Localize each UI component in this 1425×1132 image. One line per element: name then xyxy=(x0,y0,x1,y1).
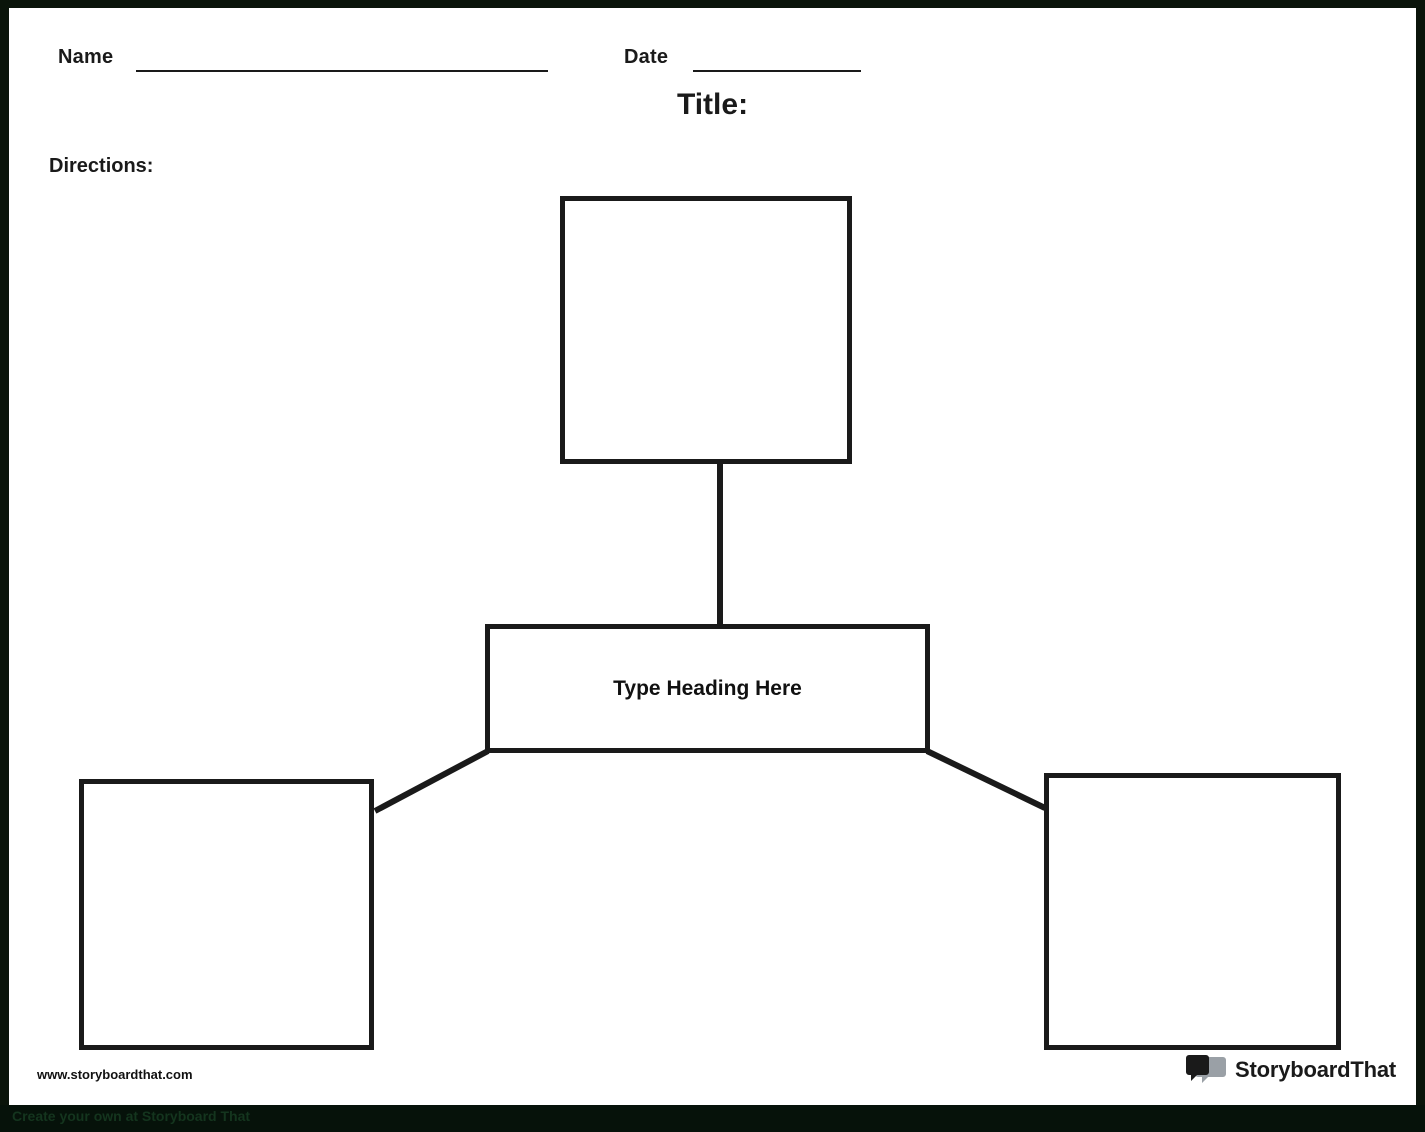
page-title: Title: xyxy=(676,88,749,121)
speech-bubble-icon xyxy=(1186,1055,1226,1085)
node-top-box[interactable] xyxy=(560,196,852,464)
connector-heading-to-right xyxy=(925,748,1047,811)
node-heading-text: Type Heading Here xyxy=(613,676,802,700)
bottom-strip: Create your own at Storyboard That xyxy=(0,1105,1425,1132)
bottom-strip-text: Create your own at Storyboard That xyxy=(12,1108,251,1124)
node-left-box[interactable] xyxy=(79,779,374,1050)
brand-name: StoryboardThat xyxy=(1235,1057,1396,1082)
connector-heading-to-left xyxy=(373,748,490,814)
brand-logo: StoryboardThat xyxy=(1186,1055,1396,1085)
node-right-box[interactable] xyxy=(1044,773,1341,1050)
directions-label: Directions: xyxy=(49,155,154,177)
name-label: Name xyxy=(58,46,114,68)
worksheet-sheet: Name Date Title: Directions: Type Headin… xyxy=(9,8,1416,1105)
name-write-line[interactable] xyxy=(136,70,548,72)
date-label: Date xyxy=(624,46,669,68)
node-heading-box[interactable]: Type Heading Here xyxy=(485,624,930,753)
footer-website-url[interactable]: www.storyboardthat.com xyxy=(37,1067,193,1082)
date-write-line[interactable] xyxy=(693,70,861,72)
